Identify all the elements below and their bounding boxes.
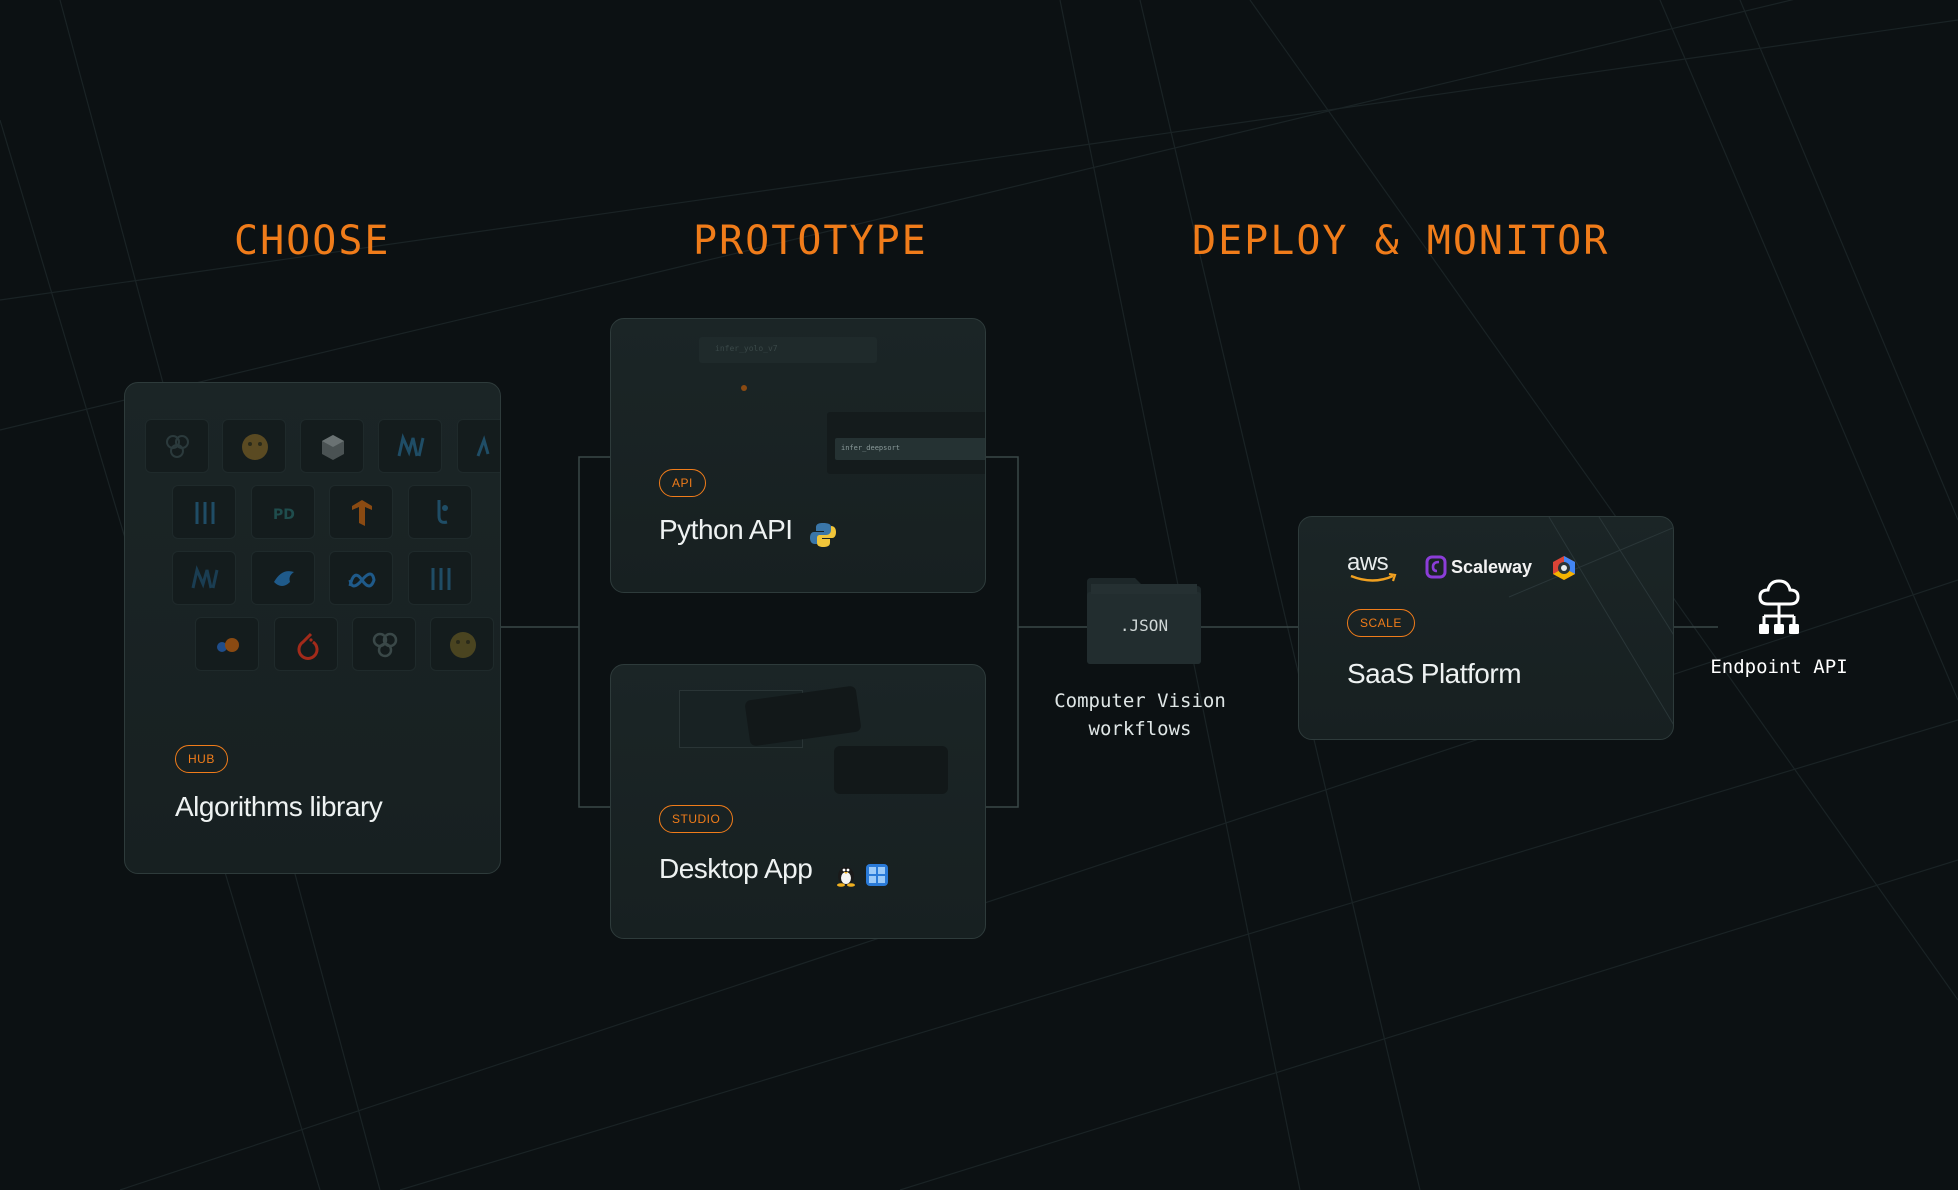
huggingface-icon bbox=[222, 419, 286, 473]
heading-prototype: PROTOTYPE bbox=[693, 218, 928, 264]
api-title: Python API bbox=[659, 514, 793, 545]
scale-title: SaaS Platform bbox=[1347, 658, 1522, 689]
code-node-2-field: infer_deepsort bbox=[835, 438, 985, 460]
card-texture bbox=[1508, 517, 1673, 725]
code-node-2: infer_deepsort bbox=[827, 412, 985, 474]
heading-choose: CHOOSE bbox=[234, 218, 391, 264]
connector-prototype-right-bracket bbox=[986, 456, 1019, 808]
code-node-1: infer_yolo_v7 bbox=[699, 337, 877, 363]
box-icon bbox=[300, 419, 364, 473]
heading-deploy-monitor: DEPLOY & MONITOR bbox=[1192, 218, 1610, 264]
huggingface-icon bbox=[430, 617, 494, 671]
mmlab-icon bbox=[457, 419, 500, 473]
studio-title: Desktop App bbox=[659, 853, 813, 884]
scaleway-icon bbox=[1425, 555, 1447, 579]
python-icon bbox=[809, 521, 837, 549]
api-badge: API bbox=[659, 469, 706, 497]
code-preview: infer_yolo_v7 infer_deepsort bbox=[699, 337, 985, 477]
app-window-3 bbox=[834, 746, 948, 794]
google-cloud-icon bbox=[1551, 555, 1577, 581]
sliders-icon bbox=[408, 551, 472, 605]
scale-badge: SCALE bbox=[1347, 609, 1415, 637]
aws-logo: aws bbox=[1347, 549, 1389, 576]
mmlab-icon bbox=[378, 419, 442, 473]
connector-prototype-left-bracket bbox=[578, 456, 610, 808]
bird-icon bbox=[251, 551, 315, 605]
mmlab-icon bbox=[172, 551, 236, 605]
scale-card[interactable]: aws Scaleway SCALE SaaS Platform bbox=[1298, 516, 1674, 740]
mediapipe-icon bbox=[408, 485, 472, 539]
svg-text:PD: PD bbox=[273, 507, 295, 523]
scaleway-logo: Scaleway bbox=[1451, 557, 1533, 577]
pytorch-icon bbox=[274, 617, 338, 671]
json-caption-line1: Computer Vision bbox=[1054, 690, 1226, 712]
windows-icon bbox=[865, 863, 889, 887]
code-node-2-label: infer_deepsort bbox=[841, 444, 901, 452]
code-connector-dot bbox=[741, 385, 747, 391]
code-node-1-label: infer_yolo_v7 bbox=[715, 344, 778, 353]
studio-card[interactable]: STUDIO Desktop App bbox=[610, 664, 986, 939]
hub-title: Algorithms library bbox=[175, 791, 383, 822]
aws-smile-icon bbox=[1350, 573, 1397, 582]
json-caption-line2: workflows bbox=[1088, 718, 1192, 740]
studio-badge: STUDIO bbox=[659, 805, 734, 833]
cluster-icon bbox=[352, 617, 416, 671]
capsule-icon bbox=[195, 617, 259, 671]
cloud-network-icon bbox=[1754, 578, 1804, 640]
paddle-icon: PD bbox=[251, 485, 315, 539]
meta-icon bbox=[329, 551, 393, 605]
json-folder-icon bbox=[1087, 578, 1201, 664]
tensorflow-icon bbox=[329, 485, 393, 539]
sliders-icon bbox=[172, 485, 236, 539]
json-file-label: .JSON bbox=[1119, 616, 1169, 635]
api-card[interactable]: infer_yolo_v7 infer_deepsort API Python … bbox=[610, 318, 986, 593]
hub-badge: HUB bbox=[175, 745, 228, 773]
endpoint-label: Endpoint API bbox=[1710, 656, 1848, 678]
linux-icon bbox=[833, 861, 859, 887]
cluster-icon bbox=[145, 419, 209, 473]
hub-card[interactable]: PD bbox=[124, 382, 501, 874]
